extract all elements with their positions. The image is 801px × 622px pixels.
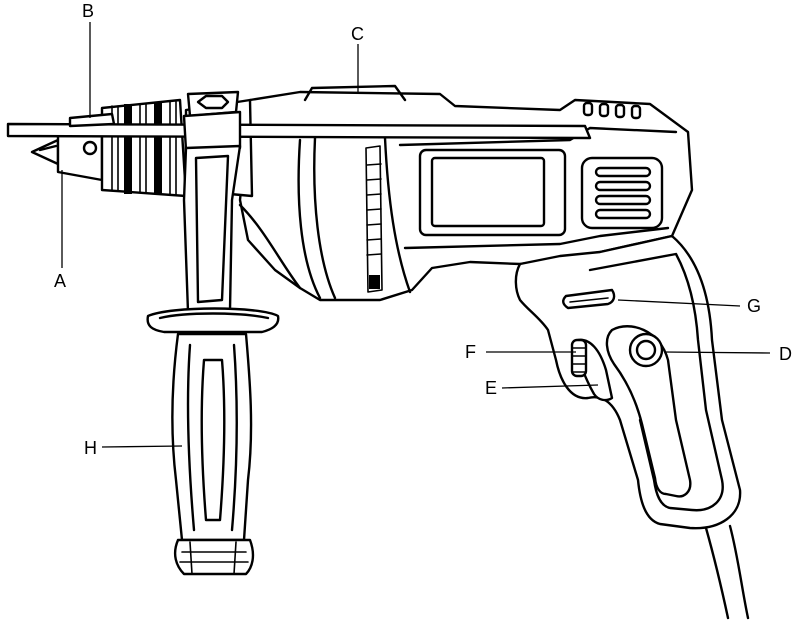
lock-button[interactable] xyxy=(628,332,664,368)
pistol-grip xyxy=(514,234,750,620)
rear-vents xyxy=(594,166,652,220)
callout-leaders xyxy=(61,22,771,448)
callout-f: F xyxy=(465,342,476,362)
depth-gauge-rod[interactable] xyxy=(6,112,592,140)
callout-a: A xyxy=(54,271,66,291)
callout-d: D xyxy=(779,344,792,364)
callout-c: C xyxy=(351,24,364,44)
power-cord xyxy=(704,524,750,620)
forward-reverse-switch[interactable] xyxy=(562,288,616,310)
auxiliary-handle[interactable] xyxy=(146,90,302,576)
callout-e: E xyxy=(485,378,497,398)
callout-g: G xyxy=(747,296,761,316)
speed-control-wheel[interactable] xyxy=(570,338,588,378)
callout-h: H xyxy=(84,438,97,458)
speed-dial[interactable] xyxy=(365,145,383,293)
top-vents xyxy=(582,101,642,120)
callout-b: B xyxy=(82,1,94,21)
